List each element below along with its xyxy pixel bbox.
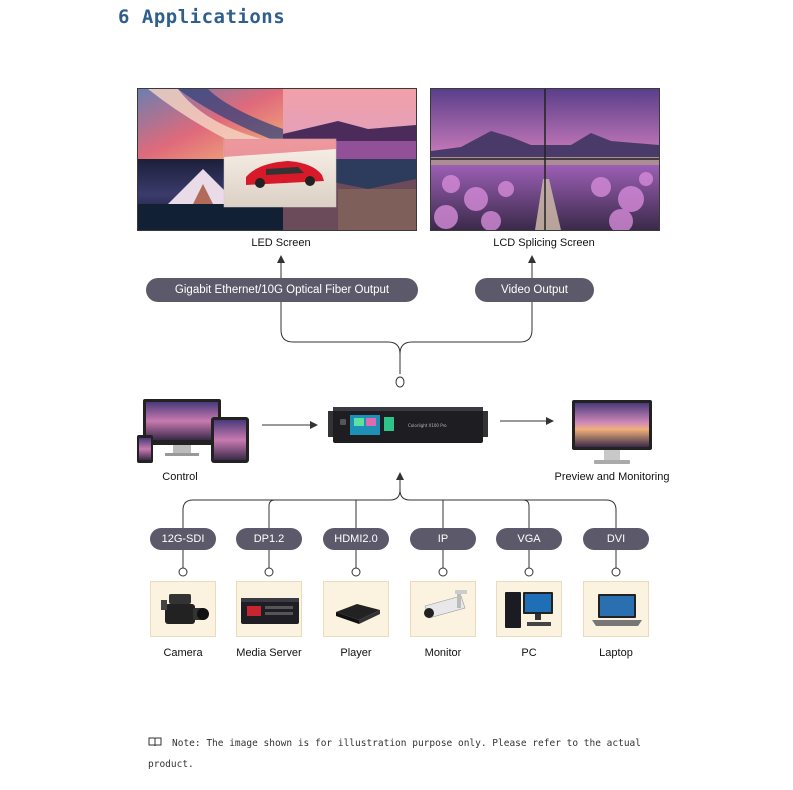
ip-camera-icon: [410, 581, 476, 637]
port-pill-ip: IP: [410, 528, 476, 550]
lcd-splicing-screen-image: [430, 88, 660, 231]
device-label-laptop: Laptop: [599, 647, 633, 659]
section-heading: 6 Applications: [118, 6, 286, 28]
laptop-icon: [583, 581, 649, 637]
preview-monitoring-label: Preview and Monitoring: [554, 471, 670, 483]
preview-monitor-image: [572, 400, 652, 466]
lcd-screen-label: LCD Splicing Screen: [493, 237, 595, 249]
player-icon: [323, 581, 389, 637]
port-pill-dp12: DP1.2: [236, 528, 302, 550]
port-pill-vga: VGA: [496, 528, 562, 550]
note-text: Note: The image shown is for illustratio…: [148, 738, 641, 770]
device-label-player: Player: [340, 647, 372, 659]
device-label-monitor: Monitor: [424, 647, 462, 659]
device-label-media-server: Media Server: [236, 647, 302, 659]
device-label-pc: PC: [521, 647, 537, 659]
led-screen-image: [137, 88, 417, 231]
control-devices-image: [137, 397, 251, 465]
port-pill-dvi: DVI: [583, 528, 649, 550]
svg-text:Colorlight X100 Pro: Colorlight X100 Pro: [408, 423, 447, 428]
media-server-icon: [236, 581, 302, 637]
port-pill-hdmi20: HDMI2.0: [323, 528, 389, 550]
video-processor-image: Colorlight X100 Pro: [328, 405, 488, 445]
video-output-pill: Video Output: [475, 278, 594, 302]
camera-icon: [150, 581, 216, 637]
gigabit-output-pill: Gigabit Ethernet/10G Optical Fiber Outpu…: [146, 278, 418, 302]
book-icon: [148, 737, 162, 747]
device-label-camera: Camera: [163, 647, 203, 659]
control-label: Control: [162, 471, 198, 483]
pc-icon: [496, 581, 562, 637]
led-screen-label: LED Screen: [251, 237, 311, 249]
illustration-note: Note: The image shown is for illustratio…: [148, 733, 688, 775]
port-pill-12g-sdi: 12G-SDI: [150, 528, 216, 550]
